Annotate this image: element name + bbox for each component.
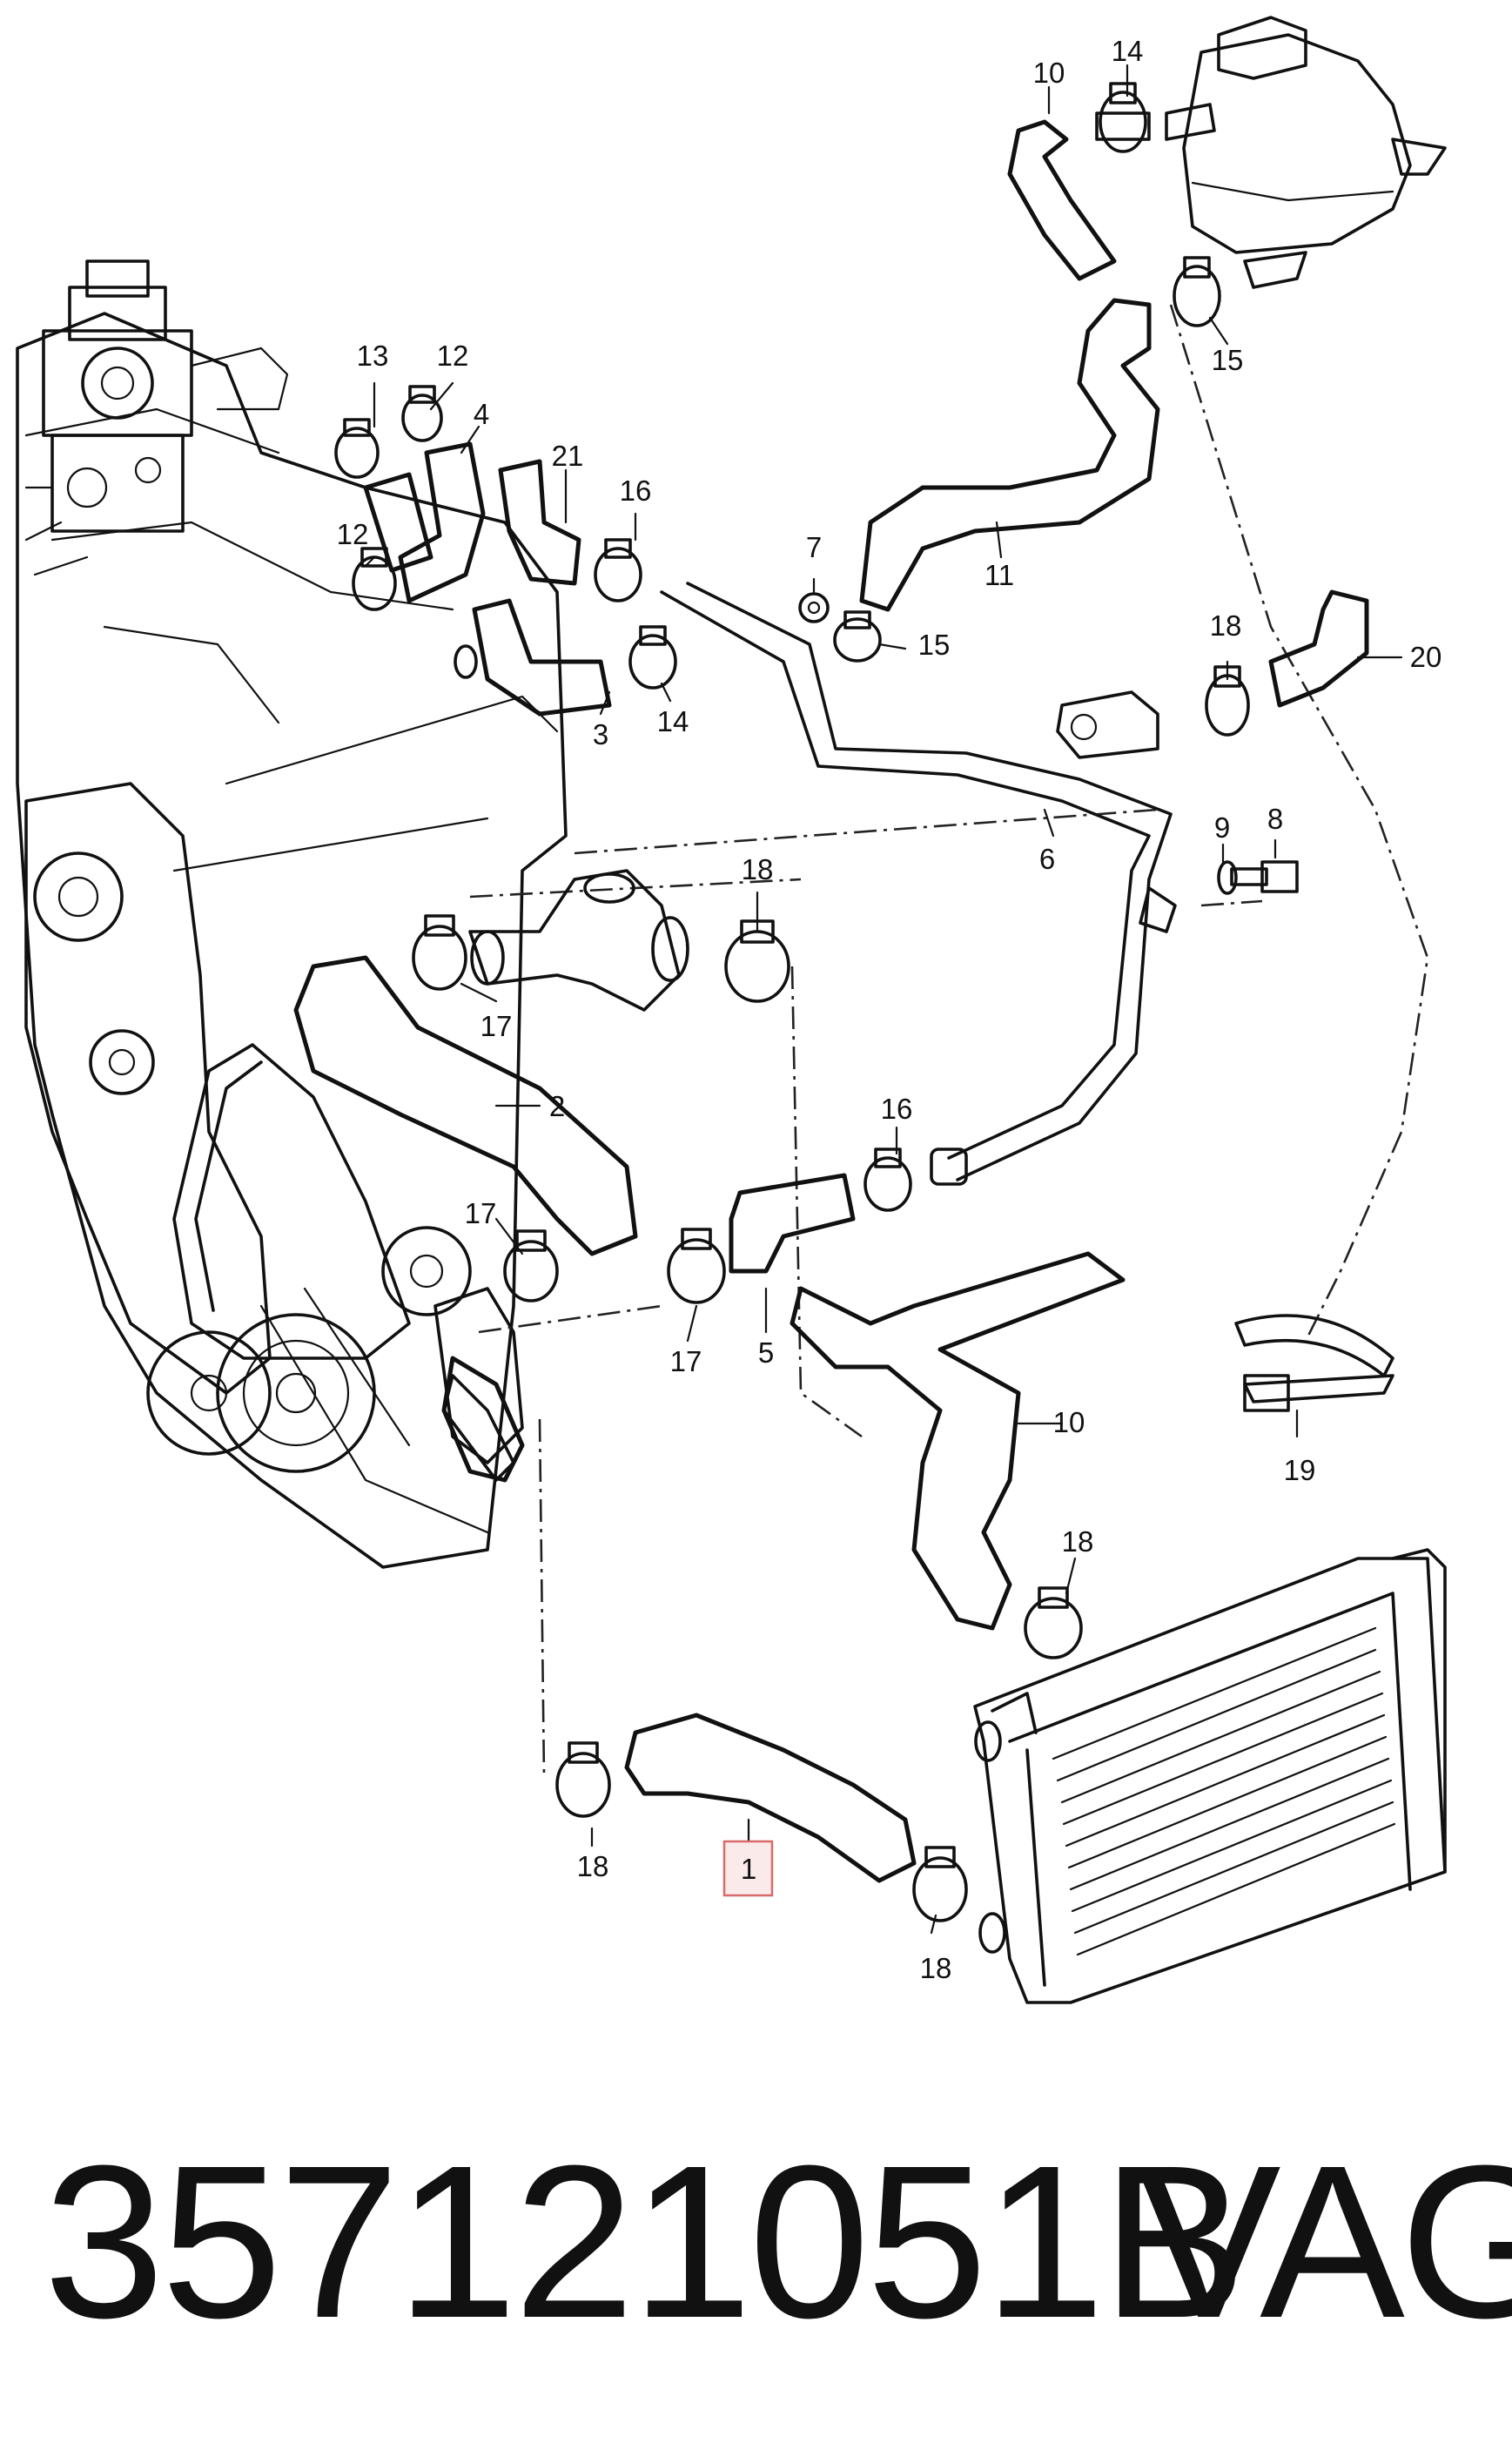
hose-11: [859, 298, 1160, 612]
hose-pump-outlet: [441, 1356, 525, 1483]
cooling-system-exploded-diagram: 10 14 15 11 7 15 18 20 9 8 6 13 12 4 12 …: [16, 16, 1447, 2004]
brand-label: VAG: [1136, 2120, 1512, 2363]
hose-21: [498, 459, 581, 586]
callout-20: 20: [1410, 641, 1442, 673]
part-number: 357121051B: [44, 2120, 1247, 2363]
callout-3: 3: [593, 718, 608, 750]
callout-16a: 16: [620, 475, 652, 507]
hose-4: [398, 441, 486, 603]
callout-19: 19: [1284, 1454, 1316, 1486]
callout-7: 7: [806, 531, 822, 563]
callout-15b: 15: [918, 629, 951, 661]
hoses: [293, 119, 1369, 1883]
callout-10b: 10: [1053, 1406, 1085, 1438]
callout-5: 5: [758, 1336, 774, 1369]
hose-12-short: [363, 472, 433, 573]
engine-block: [16, 259, 568, 1569]
expansion-tank: [1165, 16, 1447, 289]
routing-lines: [469, 304, 1429, 1777]
pulleys-and-belt: [146, 1043, 472, 1473]
carburetor: [24, 259, 289, 576]
callout-15: 15: [1212, 344, 1244, 376]
bolt-8: [1230, 860, 1299, 893]
callout-18a: 18: [1210, 609, 1242, 642]
callout-11: 11: [984, 559, 1014, 591]
callout-10: 10: [1033, 57, 1065, 89]
callout-18e: 18: [920, 1952, 952, 1984]
fitting-left: [454, 644, 478, 679]
callout-1-highlight: [722, 1840, 774, 1897]
callout-18b: 18: [742, 853, 774, 885]
callout-9: 9: [1214, 811, 1230, 844]
callout-13: 14: [1112, 35, 1144, 67]
callout-12a: 12: [437, 340, 469, 372]
coolant-flange: [468, 690, 1159, 1012]
callout-16b: 16: [881, 1093, 913, 1125]
callout-14b: 14: [657, 705, 689, 737]
callout-18c: 18: [1062, 1525, 1094, 1558]
callout-6: 6: [1039, 843, 1055, 875]
callout-12b: 12: [337, 518, 369, 550]
hose-20: [1268, 589, 1369, 708]
radiator: [973, 1548, 1447, 2004]
callout-18d: 18: [577, 1850, 609, 1882]
callout-labels: 10 14 15 11 7 15 18 20 9 8 6 13 12 4 12 …: [337, 35, 1442, 1984]
hose-10-upper: [1007, 119, 1117, 281]
hose-3: [472, 598, 612, 717]
hose-clamps: [334, 82, 1250, 1922]
hose-1: [624, 1713, 917, 1883]
callout-1: 1: [741, 1853, 756, 1885]
fasteners: [454, 592, 1299, 895]
callout-4: 4: [474, 398, 489, 430]
callout-17a: 17: [480, 1010, 513, 1042]
pipe-6: [660, 582, 1177, 1186]
callout-17b: 17: [465, 1197, 497, 1229]
hose-5: [729, 1173, 856, 1274]
washer-9: [1217, 860, 1238, 895]
nut-7: [798, 592, 830, 623]
band-clamp-19: [1234, 1314, 1394, 1412]
callout-8: 8: [1267, 803, 1283, 835]
callout-2: 2: [549, 1090, 565, 1122]
callout-17c: 17: [670, 1345, 702, 1377]
callout-21: 21: [552, 440, 584, 472]
callout-14a: 13: [357, 340, 389, 372]
hose-10-lower: [790, 1251, 1126, 1631]
hose-2: [293, 955, 638, 1256]
timing-belt-cover: [24, 782, 272, 1395]
